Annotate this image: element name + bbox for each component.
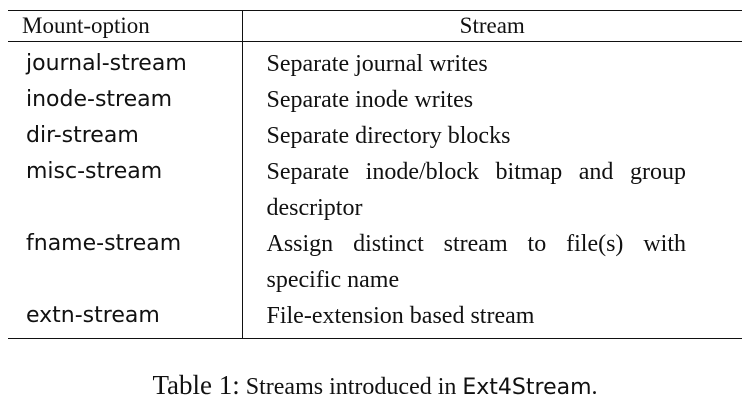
table-header: Mount-option Stream xyxy=(8,10,742,42)
row-desc-fname-stream: Assign distinct stream to file(s) with s… xyxy=(266,231,687,293)
table-row: dir-stream Separate directory blocks xyxy=(8,118,742,154)
row-option-fname-stream: fname-stream xyxy=(8,226,243,298)
caption-label: Table 1: xyxy=(152,370,240,400)
header-row: Mount-option Stream xyxy=(8,10,742,42)
row-desc-inode-stream: Separate inode writes xyxy=(266,87,474,113)
table-row: misc-stream Separate inode/block bitmap … xyxy=(8,154,742,226)
table-row: extn-stream File-extension based stream xyxy=(8,298,742,339)
row-option-inode-stream: inode-stream xyxy=(8,82,243,118)
row-option-dir-stream: dir-stream xyxy=(8,118,243,154)
caption-system-name: Ext4Stream xyxy=(462,375,592,400)
table-row: journal-stream Separate journal writes xyxy=(8,41,742,82)
streams-table: Mount-option Stream journal-stream Separ… xyxy=(8,10,742,339)
table-caption: Table 1: Streams introduced in Ext4Strea… xyxy=(0,370,750,401)
header-stream: Stream xyxy=(459,13,525,38)
row-desc-misc-stream: Separate inode/block bitmap and group de… xyxy=(266,159,687,221)
row-desc-extn-stream: File-extension based stream xyxy=(266,303,535,329)
header-mount-option: Mount-option xyxy=(8,10,243,42)
table-row: inode-stream Separate inode writes xyxy=(8,82,742,118)
row-option-misc-stream: misc-stream xyxy=(8,154,243,226)
caption-text: Streams introduced in xyxy=(245,374,457,400)
caption-period: . xyxy=(591,374,598,400)
streams-table-container: Mount-option Stream journal-stream Separ… xyxy=(8,10,742,339)
table-row: fname-stream Assign distinct stream to f… xyxy=(8,226,742,298)
row-desc-dir-stream: Separate directory blocks xyxy=(266,123,511,149)
row-desc-journal-stream: Separate journal writes xyxy=(266,51,488,77)
row-option-extn-stream: extn-stream xyxy=(8,298,243,339)
row-option-journal-stream: journal-stream xyxy=(8,41,243,82)
table-body: journal-stream Separate journal writes i… xyxy=(8,41,742,339)
